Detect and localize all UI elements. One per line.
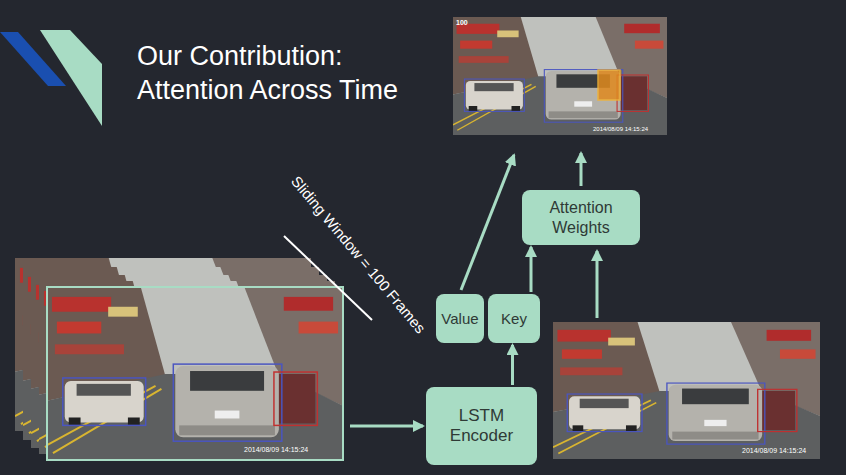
encoder-box: LSTM Encoder bbox=[426, 387, 537, 465]
timestamp: 2014/08/09 14:15:24 bbox=[244, 446, 308, 454]
timestamp: 2014/08/09 14:15:24 bbox=[593, 126, 648, 133]
box-text: Key bbox=[501, 310, 527, 328]
flow-arrow bbox=[530, 247, 533, 292]
output-frame bbox=[453, 17, 667, 135]
box-text: LSTM Encoder bbox=[426, 406, 537, 447]
key-box: Key bbox=[488, 294, 540, 343]
slide-title: Our Contribution: Attention Across Time bbox=[137, 40, 437, 108]
query-frame bbox=[553, 322, 820, 459]
timestamp: 2014/08/09 14:15:24 bbox=[742, 447, 806, 455]
box-text: Value bbox=[441, 310, 478, 328]
value-box: Value bbox=[436, 294, 484, 343]
frame-stack bbox=[15, 258, 343, 460]
corner-decoration bbox=[0, 30, 102, 126]
flow-arrow bbox=[511, 345, 514, 385]
frame-index: 100 bbox=[456, 19, 468, 27]
attention-box: Attention Weights bbox=[522, 190, 640, 245]
box-text: Attention Weights bbox=[522, 198, 640, 236]
